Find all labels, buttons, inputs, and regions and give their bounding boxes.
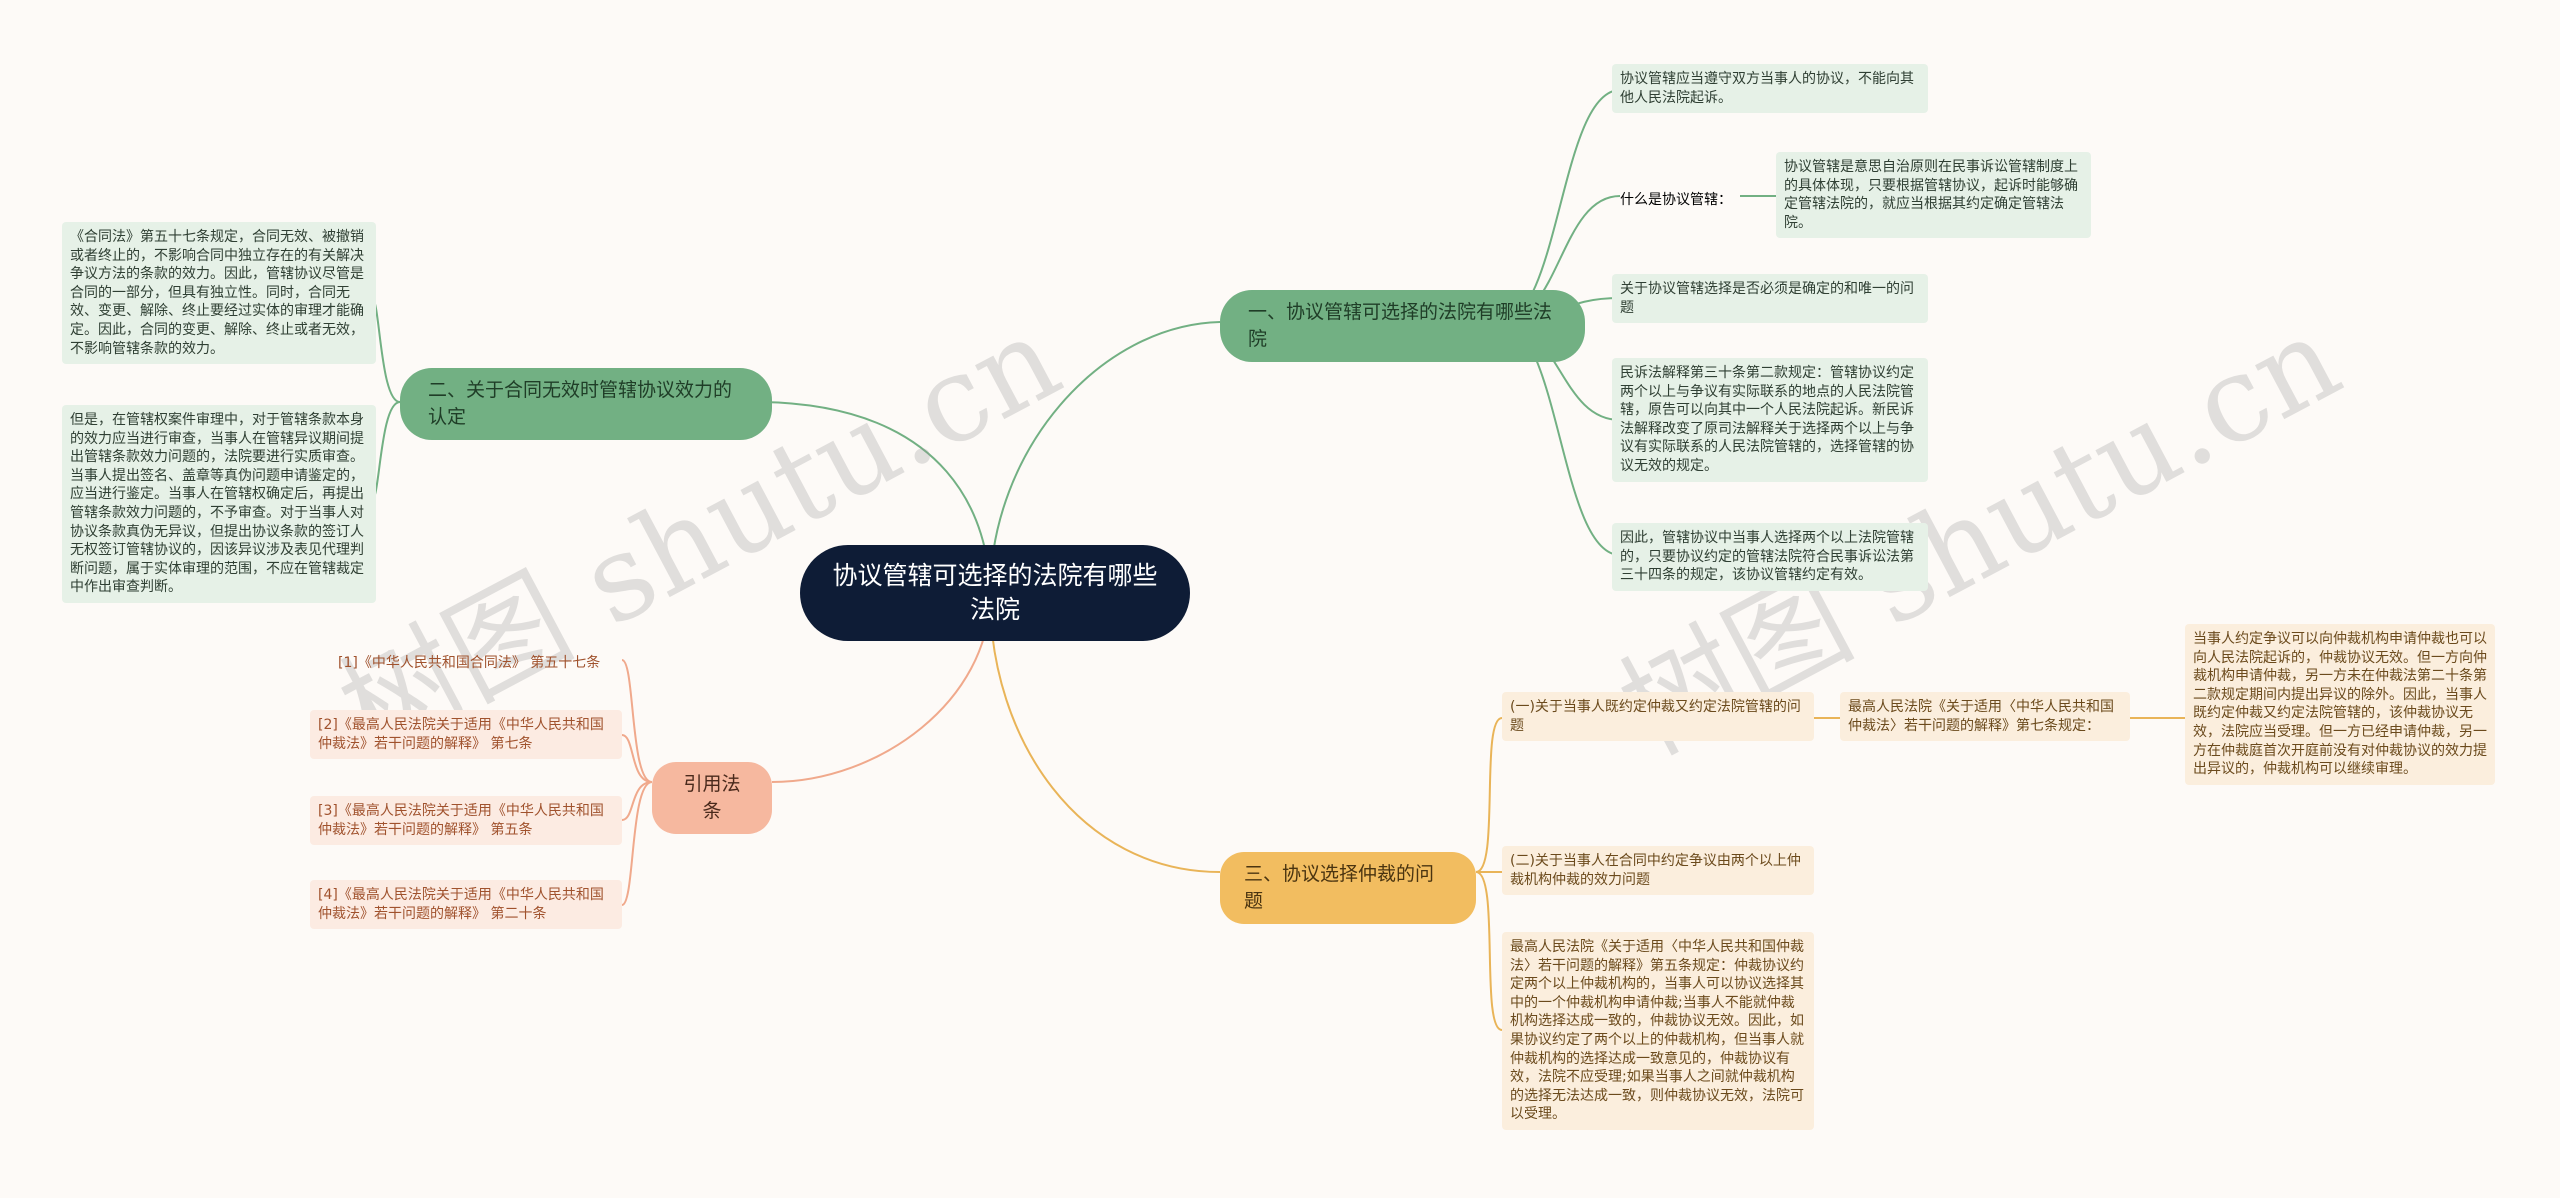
leaf-topic[interactable]: (二)关于当事人在合同中约定争议由两个以上仲裁机构仲裁的效力问题: [1502, 846, 1814, 896]
leaf-topic[interactable]: 什么是协议管辖：: [1620, 192, 1732, 208]
branch-topic[interactable]: 引用法条: [652, 762, 772, 834]
branch-topic-label: 二、关于合同无效时管辖协议效力的认定: [428, 379, 733, 428]
root-topic[interactable]: 协议管辖可选择的法院有哪些法院: [800, 545, 1190, 641]
leaf-topic[interactable]: 当事人约定争议可以向仲裁机构申请仲裁也可以向人民法院起诉的，仲裁协议无效。但一方…: [2185, 624, 2495, 785]
leaf-topic[interactable]: 但是，在管辖权案件审理中，对于管辖条款本身的效力应当进行审查，当事人在管辖异议期…: [62, 405, 376, 603]
leaf-topic[interactable]: 《合同法》第五十七条规定，合同无效、被撤销或者终止的，不影响合同中独立存在的有关…: [62, 222, 376, 365]
root-topic-label: 协议管辖可选择的法院有哪些法院: [832, 561, 1158, 624]
branch-topic[interactable]: 一、协议管辖可选择的法院有哪些法院: [1220, 290, 1585, 362]
branch-topic-label: 一、协议管辖可选择的法院有哪些法院: [1248, 301, 1553, 350]
leaf-topic[interactable]: [2]《最高人民法院关于适用《中华人民共和国仲裁法》若干问题的解释》 第七条: [310, 710, 622, 760]
leaf-topic[interactable]: 协议管辖是意思自治原则在民事诉讼管辖制度上的具体体现，只要根据管辖协议，起诉时能…: [1776, 152, 2091, 239]
leaf-topic[interactable]: [4]《最高人民法院关于适用《中华人民共和国仲裁法》若干问题的解释》 第二十条: [310, 880, 622, 930]
branch-topic-label: 引用法条: [683, 773, 741, 822]
branch-topic[interactable]: 二、关于合同无效时管辖协议效力的认定: [400, 368, 772, 440]
leaf-topic[interactable]: 最高人民法院《关于适用〈中华人民共和国仲裁法〉若干问题的解释》第七条规定：: [1840, 692, 2130, 742]
leaf-topic[interactable]: 协议管辖应当遵守双方当事人的协议，不能向其他人民法院起诉。: [1612, 64, 1928, 114]
leaf-topic[interactable]: 关于协议管辖选择是否必须是确定的和唯一的问题: [1612, 274, 1928, 324]
leaf-topic[interactable]: 民诉法解释第三十条第二款规定：管辖协议约定两个以上与争议有实际联系的地点的人民法…: [1612, 358, 1928, 482]
branch-topic[interactable]: 三、协议选择仲裁的问题: [1220, 852, 1476, 924]
leaf-topic[interactable]: (一)关于当事人既约定仲裁又约定法院管辖的问题: [1502, 692, 1814, 742]
leaf-topic[interactable]: [1]《中华人民共和国合同法》 第五十七条: [338, 655, 601, 671]
leaf-topic[interactable]: 最高人民法院《关于适用〈中华人民共和国仲裁法〉若干问题的解释》第五条规定：仲裁协…: [1502, 932, 1814, 1130]
leaf-topic[interactable]: [3]《最高人民法院关于适用《中华人民共和国仲裁法》若干问题的解释》 第五条: [310, 796, 622, 846]
branch-topic-label: 三、协议选择仲裁的问题: [1244, 863, 1435, 912]
leaf-topic[interactable]: 因此，管辖协议中当事人选择两个以上法院管辖的，只要协议约定的管辖法院符合民事诉讼…: [1612, 523, 1928, 591]
